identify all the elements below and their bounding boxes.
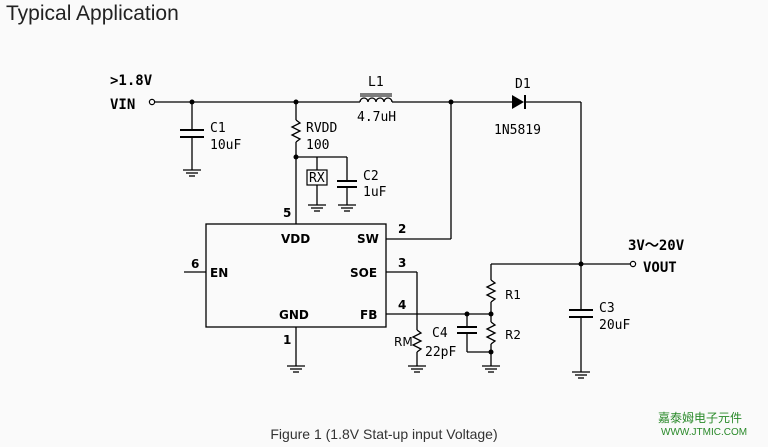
c1-value: 10uF <box>210 138 241 153</box>
r2-ref: R2 <box>505 328 521 342</box>
vin-label: VIN <box>110 97 135 113</box>
vout-voltage-label: 3V～20V <box>628 238 685 254</box>
watermark-url: WWW.JTMIC.COM <box>661 427 748 438</box>
r1-ref: R1 <box>505 288 521 302</box>
capacitor-c3 <box>569 309 593 318</box>
pin3-name: SOE <box>350 266 377 280</box>
vin-voltage-label: >1.8V <box>110 73 153 89</box>
resistor-rm <box>411 329 423 353</box>
d1-value: 1N5819 <box>494 123 541 138</box>
watermark-chinese: 嘉泰姆电子元件 <box>658 411 743 425</box>
inductor-l1 <box>359 93 393 103</box>
pin4-name: FB <box>360 308 377 322</box>
c2-ref: C2 <box>363 169 379 184</box>
rvdd-ref: RVDD <box>306 121 337 136</box>
resistor-r2 <box>485 321 497 345</box>
ground-icon <box>183 169 201 177</box>
pin5-number: 5 <box>283 206 291 220</box>
rvdd-value: 100 <box>306 138 329 153</box>
page-heading: Typical Application <box>6 2 179 25</box>
rx-ref: RX <box>309 171 325 186</box>
capacitor-c2 <box>337 180 357 188</box>
pin3-number: 3 <box>398 256 406 270</box>
pin2-number: 2 <box>398 222 406 236</box>
d1-ref: D1 <box>515 77 531 92</box>
figure-caption: Figure 1 (1.8V Stat-up input Voltage) <box>270 426 498 442</box>
vout-label: VOUT <box>643 260 677 276</box>
diode-d1 <box>512 95 526 109</box>
capacitor-c4 <box>457 326 477 334</box>
pin1-number: 1 <box>283 333 291 347</box>
l1-ref: L1 <box>368 75 384 90</box>
l1-value: 4.7uH <box>357 110 396 125</box>
pin6-name: EN <box>210 266 228 280</box>
resistor-rvdd <box>290 119 302 143</box>
pin6-number: 6 <box>191 257 199 271</box>
rm-ref: RM <box>394 335 413 349</box>
resistor-r1 <box>485 279 497 303</box>
pin1-name: GND <box>279 308 309 322</box>
pin5-name: VDD <box>281 232 310 246</box>
capacitor-c1 <box>180 129 204 138</box>
c4-ref: C4 <box>432 326 448 341</box>
c2-value: 1uF <box>363 185 387 200</box>
c3-value: 20uF <box>599 318 630 333</box>
pin4-number: 4 <box>398 298 406 312</box>
c4-value: 22pF <box>425 345 456 360</box>
c1-ref: C1 <box>210 121 226 136</box>
pin2-name: SW <box>357 232 379 246</box>
c3-ref: C3 <box>599 301 615 316</box>
vin-terminal <box>148 98 156 106</box>
vout-terminal <box>629 260 637 268</box>
